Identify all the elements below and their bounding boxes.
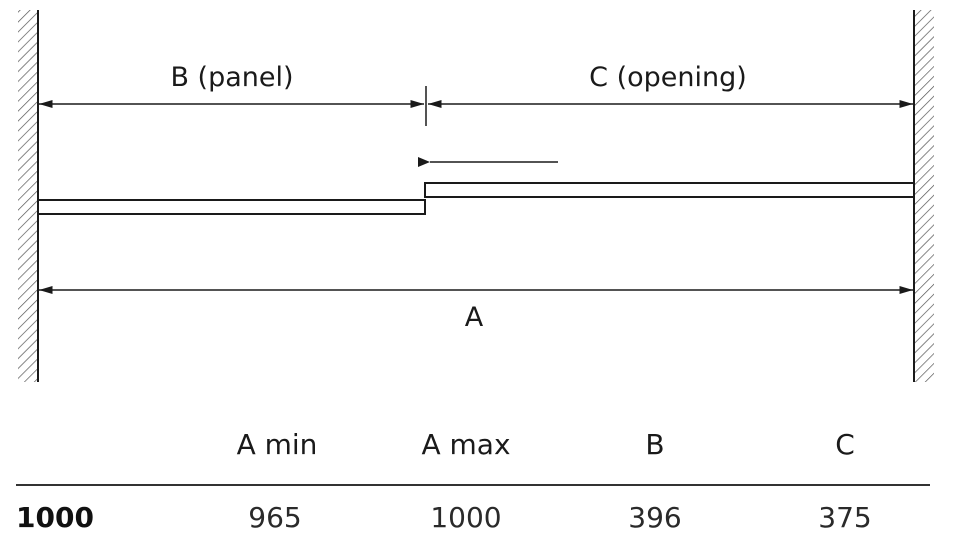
cell-a-min: 965 bbox=[248, 501, 302, 534]
label-b-panel: B (panel) bbox=[170, 62, 293, 93]
right-wall bbox=[913, 10, 934, 382]
header-a-max: A max bbox=[421, 428, 511, 461]
cell-b: 396 bbox=[628, 501, 682, 534]
table-divider bbox=[16, 484, 930, 486]
row-label: 1000 bbox=[16, 501, 94, 534]
header-b: B bbox=[645, 428, 665, 461]
sliding-door-diagram: B (panel) C (opening) A bbox=[18, 10, 934, 382]
header-c: C bbox=[835, 428, 855, 461]
label-a: A bbox=[465, 302, 484, 333]
fixed-panel bbox=[37, 199, 426, 215]
label-c-opening: C (opening) bbox=[589, 62, 747, 93]
sliding-panel bbox=[424, 182, 915, 198]
cell-c: 375 bbox=[818, 501, 872, 534]
cell-a-max: 1000 bbox=[430, 501, 502, 534]
left-wall bbox=[18, 10, 39, 382]
header-a-min: A min bbox=[236, 428, 318, 461]
dimensions-table: A min A max B C 1000 965 1000 396 375 bbox=[0, 400, 960, 547]
